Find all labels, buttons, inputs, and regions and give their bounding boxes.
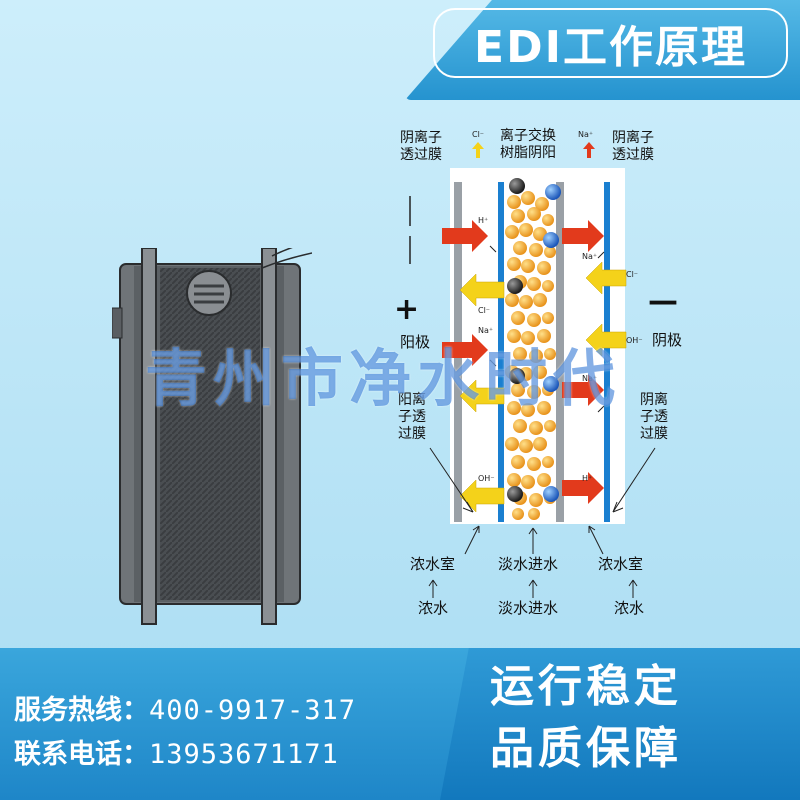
membrane-blue-1 (498, 182, 504, 522)
footer-band (0, 648, 800, 800)
hotline-label: 服务热线： (14, 695, 149, 726)
phone-label: 联系电话： (14, 739, 149, 770)
label-ion-exchange-resin: 离子交换 树脂阴阳 (500, 128, 556, 161)
label-conc-chamber-right: 浓水室 (598, 555, 644, 573)
cl-up-arrow (472, 142, 484, 158)
hotline-row: 服务热线：400-9917-317 (14, 688, 356, 727)
label-anion-membrane-right: 阴离子 透过膜 (612, 130, 654, 163)
ion-na-plus-1: Na⁺ (582, 252, 598, 261)
label-cathode: 阴极 (652, 331, 683, 349)
label-conc-water-right: 浓水 (614, 599, 645, 617)
edi-principle-diagram (442, 168, 627, 524)
title-frame: EDI工作原理 (433, 8, 788, 78)
slogan-quality-assurance: 品质保障 (490, 723, 682, 774)
slogan-stable-operation: 运行稳定 (490, 661, 682, 712)
label-conc-chamber-left: 浓水室 (410, 555, 456, 573)
phone-number: 13953671171 (149, 739, 339, 770)
ion-na-plus-3: Na⁺ (582, 374, 598, 383)
label-anode: 阳极 (400, 333, 431, 351)
ion-h-plus-1: H⁺ (478, 216, 489, 225)
plus-sign: + (394, 292, 420, 327)
ion-cl-minus-1: Cl⁻ (626, 270, 639, 279)
footer-contact-panel (0, 648, 470, 800)
label-conc-water-left: 浓水 (418, 599, 449, 617)
resin-beads (505, 191, 556, 520)
ion-oh-minus-2: OH⁻ (478, 474, 495, 483)
ion-balls (507, 178, 561, 502)
watermark: 青州市净水时代 (145, 342, 622, 415)
ion-cl-top: Cl⁻ (472, 130, 485, 139)
membrane-gray-2 (556, 182, 564, 522)
edi-module-illustration (112, 248, 312, 625)
ion-na-plus-2: Na⁺ (478, 326, 494, 335)
label-anion-membrane-left: 阴离子 透过膜 (400, 130, 442, 163)
red-arrows (442, 220, 604, 504)
phone-row: 联系电话：13953671171 (14, 732, 339, 771)
membrane-blue-2 (604, 182, 610, 522)
na-up-arrow (583, 142, 595, 158)
ion-na-top: Na⁺ (578, 130, 594, 139)
lead-wire (409, 196, 411, 264)
page-title: EDI工作原理 (474, 22, 747, 73)
hotline-number: 400-9917-317 (149, 695, 357, 726)
yellow-arrows (459, 261, 627, 513)
label-cation-membrane-left: 阳离 子透 过膜 (398, 392, 426, 442)
label-dilute-inlet-bottom: 淡水进水 (498, 599, 559, 617)
ion-oh-minus-1: OH⁻ (626, 336, 643, 345)
diffusion-markers (489, 245, 605, 413)
ion-h-plus-2: H⁺ (582, 474, 593, 483)
pointer-lines (428, 447, 656, 598)
footer-slogan-panel (440, 648, 800, 800)
ion-cl-minus-2: Cl⁻ (478, 306, 491, 315)
label-cation-membrane-right: 阴离 子透 过膜 (640, 392, 668, 442)
label-dilute-inlet-mid: 淡水进水 (498, 555, 559, 573)
minus-sign: — (648, 284, 678, 319)
